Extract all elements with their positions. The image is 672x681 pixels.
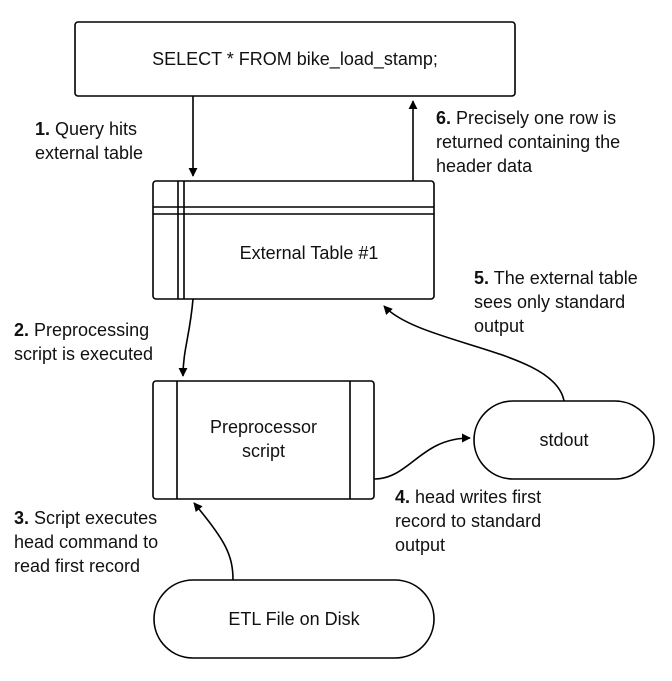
- preprocessor-label-line-1: Preprocessor: [209, 417, 318, 437]
- step-3-line-2: head command to: [14, 532, 159, 552]
- step-6-line-1: Precisely one row is: [456, 108, 617, 128]
- step-1-line-1: Query hits: [55, 119, 138, 139]
- step-4-note: 4. head writes first record to standard …: [395, 485, 541, 557]
- step-2-number: 2.: [14, 320, 30, 340]
- step-5-note: 5. The external table sees only standard…: [474, 266, 638, 338]
- etl-file-label: ETL File on Disk: [228, 609, 360, 629]
- step-1-number: 1.: [35, 119, 51, 139]
- step-5-line-3: output: [474, 316, 525, 336]
- step-6-line-2: returned containing the: [436, 132, 621, 152]
- step-6-line-3: header data: [436, 156, 533, 176]
- preprocessor-box: [152, 380, 375, 500]
- external-table-label: External Table #1: [239, 243, 379, 263]
- step-5-number: 5.: [474, 268, 490, 288]
- external-table-box: [152, 180, 435, 300]
- arrow-stdout-to-table: [383, 305, 565, 402]
- arrow-preprocessor-to-stdout: [373, 433, 471, 480]
- step-3-note: 3. Script executes head command to read …: [14, 506, 158, 578]
- step-4-number: 4.: [395, 487, 411, 507]
- step-3-line-1: Script executes: [34, 508, 158, 528]
- step-3-number: 3.: [14, 508, 30, 528]
- arrow-table-to-preprocessor: [178, 298, 194, 377]
- step-6-note: 6. Precisely one row is returned contain…: [436, 106, 620, 178]
- step-2-note: 2. Preprocessing script is executed: [14, 318, 153, 366]
- step-4-line-2: record to standard: [395, 511, 542, 531]
- step-3-line-3: read first record: [14, 556, 141, 576]
- query-box: [74, 21, 516, 97]
- step-4-line-3: output: [395, 535, 446, 555]
- step-1-line-2: external table: [35, 143, 144, 163]
- step-2-line-2: script is executed: [14, 344, 154, 364]
- step-4-line-1: head writes first: [415, 487, 542, 507]
- preprocessor-label-line-2: script: [241, 441, 285, 461]
- query-label: SELECT * FROM bike_load_stamp;: [152, 49, 438, 69]
- step-2-line-1: Preprocessing: [34, 320, 150, 340]
- step-1-note: 1. Query hits external table: [35, 117, 143, 165]
- preprocessor-label: Preprocessor script: [177, 415, 350, 463]
- etl-file-terminal: [153, 579, 435, 659]
- step-5-line-2: sees only standard: [474, 292, 626, 312]
- stdout-label: stdout: [539, 430, 589, 450]
- step-6-number: 6.: [436, 108, 452, 128]
- arrow-file-to-preprocessor: [193, 502, 234, 581]
- step-5-line-1: The external table: [493, 268, 638, 288]
